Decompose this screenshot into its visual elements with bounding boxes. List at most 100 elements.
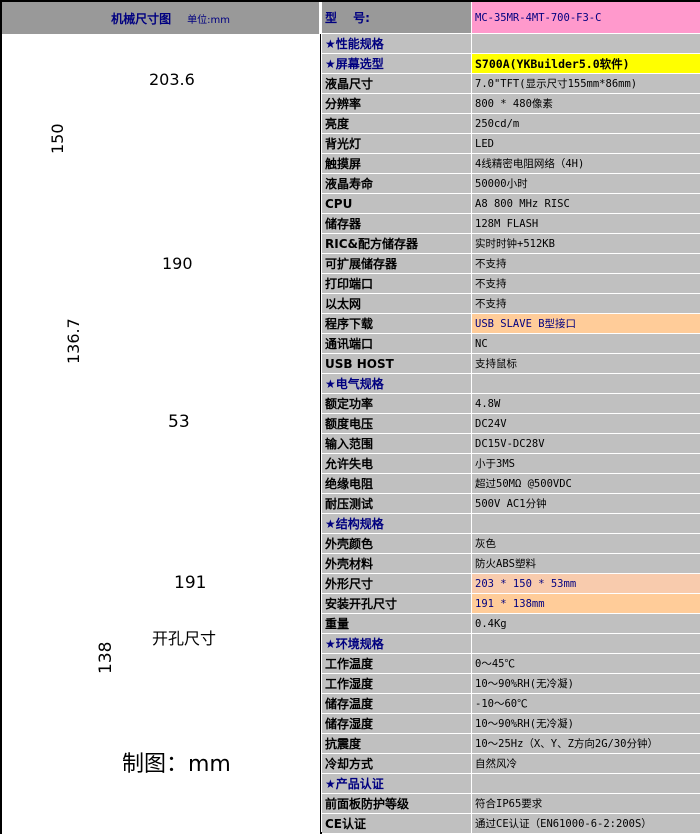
spec-value: -10～60℃ — [472, 694, 700, 713]
spec-value: 800 * 480像素 — [472, 94, 700, 113]
spec-value — [472, 774, 700, 793]
spec-label: 安装开孔尺寸 — [322, 594, 472, 613]
spec-label: ★产品认证 — [322, 774, 472, 793]
spec-value: 实时时钟+512KB — [472, 234, 700, 253]
spec-value: 128M FLASH — [472, 214, 700, 233]
spec-label: 前面板防护等级 — [322, 794, 472, 813]
model-row: 型 号: MC-35MR-4MT-700-F3-C — [322, 2, 700, 34]
spec-label: 储存湿度 — [322, 714, 472, 733]
spec-label: 以太网 — [322, 294, 472, 313]
spec-row: 打印端口不支持 — [322, 274, 700, 294]
cutout-width-label: 191 — [174, 573, 207, 593]
spec-row: 绝缘电阻超过50MΩ @500VDC — [322, 474, 700, 494]
drawing-header: 机械尺寸图 单位:mm — [2, 2, 321, 34]
spec-value: NC — [472, 334, 700, 353]
front-width-label: 203.6 — [149, 70, 195, 89]
spec-label: ★结构规格 — [322, 514, 472, 533]
spec-value: DC15V-DC28V — [472, 434, 700, 453]
spec-value: 符合IP65要求 — [472, 794, 700, 813]
spec-label: 通讯端口 — [322, 334, 472, 353]
spec-value: 250cd/m — [472, 114, 700, 133]
spec-value: 0～45℃ — [472, 654, 700, 673]
spec-label: 额定功率 — [322, 394, 472, 413]
section-row: ★产品认证 — [322, 774, 700, 794]
spec-label: 绝缘电阻 — [322, 474, 472, 493]
spec-label: CPU — [322, 194, 472, 213]
spec-label: 程序下载 — [322, 314, 472, 333]
spec-label: RIC&配方储存器 — [322, 234, 472, 253]
spec-label: 储存器 — [322, 214, 472, 233]
spec-value: 超过50MΩ @500VDC — [472, 474, 700, 493]
section-row: ★性能规格 — [322, 34, 700, 54]
cutout-center-label: 开孔尺寸 — [152, 629, 217, 648]
section-row: ★结构规格 — [322, 514, 700, 534]
side-depth-label: 53 — [168, 412, 190, 432]
spec-label: 分辨率 — [322, 94, 472, 113]
spec-row: RIC&配方储存器实时时钟+512KB — [322, 234, 700, 254]
spec-label: ★电气规格 — [322, 374, 472, 393]
spec-label: 亮度 — [322, 114, 472, 133]
spec-label: 允许失电 — [322, 454, 472, 473]
spec-value: 500V AC1分钟 — [472, 494, 700, 513]
spec-value: 小于3MS — [472, 454, 700, 473]
spec-value: LED — [472, 134, 700, 153]
spec-label: ★屏幕选型 — [322, 54, 472, 73]
spec-row: CE认证通过CE认证（EN61000-6-2:200S） — [322, 814, 700, 834]
spec-value — [472, 34, 700, 53]
drawing-pane — [2, 34, 321, 834]
spec-label: 耐压测试 — [322, 494, 472, 513]
spec-label: 额度电压 — [322, 414, 472, 433]
spec-value: 10～25Hz（X、Y、Z方向2G/30分钟） — [472, 734, 700, 753]
spec-label: 输入范围 — [322, 434, 472, 453]
spec-label: 可扩展储存器 — [322, 254, 472, 273]
spec-row: 允许失电小于3MS — [322, 454, 700, 474]
spec-value: 不支持 — [472, 294, 700, 313]
drawing-caption: 制图：mm — [122, 752, 231, 777]
spec-value — [472, 374, 700, 393]
spec-value: USB SLAVE B型接口 — [472, 314, 700, 333]
spec-value: 不支持 — [472, 254, 700, 273]
spec-value: 4.8W — [472, 394, 700, 413]
spec-label: 工作湿度 — [322, 674, 472, 693]
spec-label: ★性能规格 — [322, 34, 472, 53]
spec-label: 抗震度 — [322, 734, 472, 753]
spec-label: 工作温度 — [322, 654, 472, 673]
spec-value: 不支持 — [472, 274, 700, 293]
spec-row: 外壳材料防火ABS塑料 — [322, 554, 700, 574]
spec-label: 打印端口 — [322, 274, 472, 293]
spec-label: 储存温度 — [322, 694, 472, 713]
spec-label: 冷却方式 — [322, 754, 472, 773]
spec-value: 0.4Kg — [472, 614, 700, 633]
spec-value: S700A(YKBuilder5.0软件) — [472, 54, 700, 73]
spec-value: 191 * 138mm — [472, 594, 700, 613]
spec-value: DC24V — [472, 414, 700, 433]
spec-label: 液晶寿命 — [322, 174, 472, 193]
spec-value: 203 * 150 * 53mm — [472, 574, 700, 593]
spec-label: 触摸屏 — [322, 154, 472, 173]
spec-row: 前面板防护等级符合IP65要求 — [322, 794, 700, 814]
spec-row: 储存温度-10～60℃ — [322, 694, 700, 714]
spec-value: 50000小时 — [472, 174, 700, 193]
model-value: MC-35MR-4MT-700-F3-C — [472, 2, 700, 33]
front-height-label: 150 — [48, 123, 67, 154]
spec-value: 灰色 — [472, 534, 700, 553]
spec-label: 外壳材料 — [322, 554, 472, 573]
spec-value: 防火ABS塑料 — [472, 554, 700, 573]
